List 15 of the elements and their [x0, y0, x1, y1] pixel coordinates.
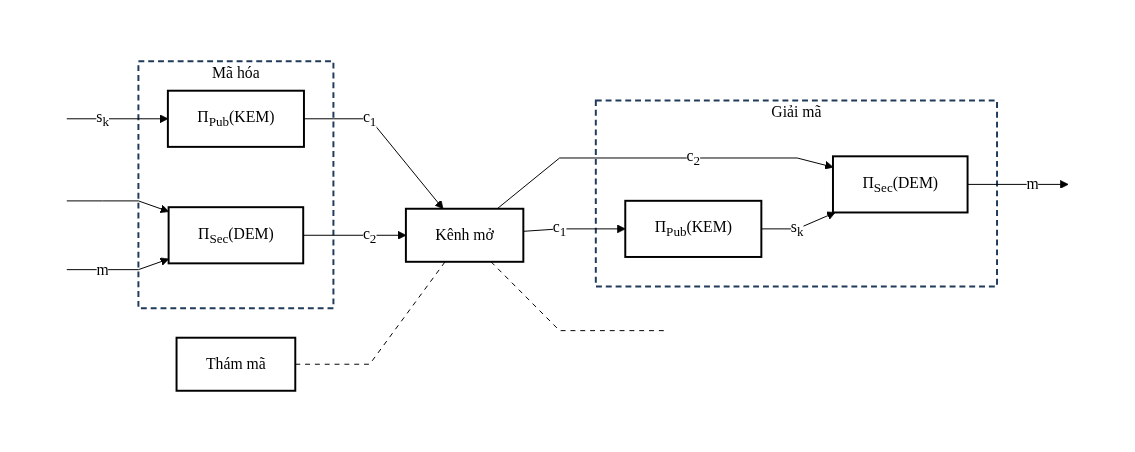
- connector: [490, 261, 665, 332]
- edge-label: m: [1026, 175, 1039, 193]
- node-box: Π$_{Pub}$(KEM): [166, 89, 305, 148]
- node-box: Thám mã: [175, 336, 297, 392]
- edge-label: s$_{k}$: [96, 108, 109, 130]
- edge-label: c$_{1}$: [552, 218, 567, 240]
- edge-label: s$_{k}$: [790, 218, 804, 240]
- edge-label: c$_{1}$: [362, 108, 377, 130]
- node-box: Π$_{Sec}$(DEM): [167, 206, 305, 265]
- edge-label: c$_{2}$: [686, 147, 701, 169]
- edge-label: c$_{2}$: [362, 224, 377, 246]
- edge-label: m: [96, 260, 109, 278]
- node-box: Π$_{Pub}$(KEM): [624, 199, 763, 258]
- node-box: Π$_{Sec}$(DEM): [832, 155, 969, 214]
- node-box: Kênh mở: [404, 207, 525, 263]
